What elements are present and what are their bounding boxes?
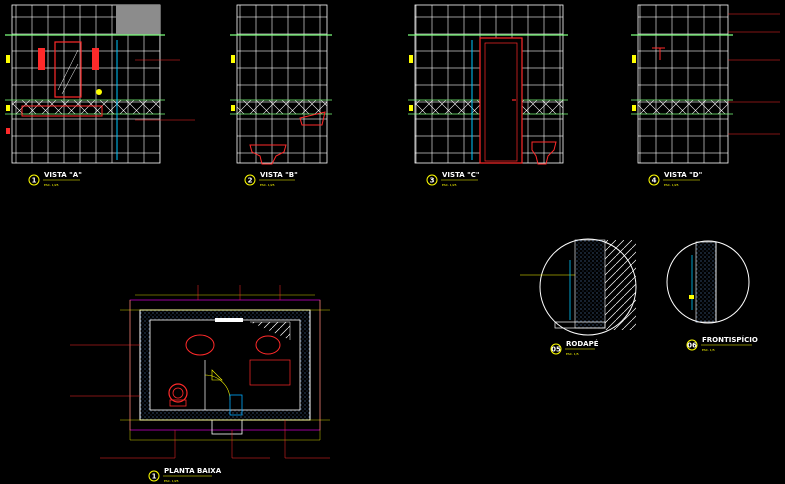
view-b: 2 VISTA "B" ESC. 1/25 xyxy=(230,4,332,187)
view-d-title: VISTA "D" xyxy=(664,171,702,179)
rodape-number: 05 xyxy=(551,346,561,354)
view-a-scale: ESC. 1/25 xyxy=(44,183,59,187)
plan-title: PLANTA BAIXA xyxy=(164,467,222,475)
detail-frontispicio: 06 FRONTISPÍCIO ESC. 1/5 xyxy=(666,240,758,352)
floor-plan: 1 PLANTA BAIXA ESC. 1/25 xyxy=(70,285,330,483)
plan-scale: ESC. 1/25 xyxy=(164,479,179,483)
view-a-number: 1 xyxy=(32,177,37,185)
detail-rodape: 05 RODAPÉ ESC. 1/5 xyxy=(520,238,637,356)
view-d: 4 VISTA "D" ESC. 1/25 xyxy=(631,4,780,187)
view-c-title: VISTA "C" xyxy=(442,171,480,179)
view-c: 3 VISTA "C" ESC. 1/25 xyxy=(408,4,568,187)
view-d-number: 4 xyxy=(652,177,657,185)
view-d-scale: ESC. 1/25 xyxy=(664,183,679,187)
frontispicio-scale: ESC. 1/5 xyxy=(702,348,715,352)
plan-number: 1 xyxy=(152,473,157,481)
rodape-title: RODAPÉ xyxy=(566,339,599,348)
view-b-scale: ESC. 1/25 xyxy=(260,183,275,187)
view-c-scale: ESC. 1/25 xyxy=(442,183,457,187)
view-b-number: 2 xyxy=(248,177,253,185)
frontispicio-number: 06 xyxy=(687,342,697,350)
view-a: 1 VISTA "A" ESC. 1/25 xyxy=(5,4,195,187)
view-a-title: VISTA "A" xyxy=(44,171,82,179)
view-c-number: 3 xyxy=(430,177,435,185)
view-b-title: VISTA "B" xyxy=(260,171,298,179)
rodape-scale: ESC. 1/5 xyxy=(566,352,579,356)
frontispicio-title: FRONTISPÍCIO xyxy=(702,335,758,344)
